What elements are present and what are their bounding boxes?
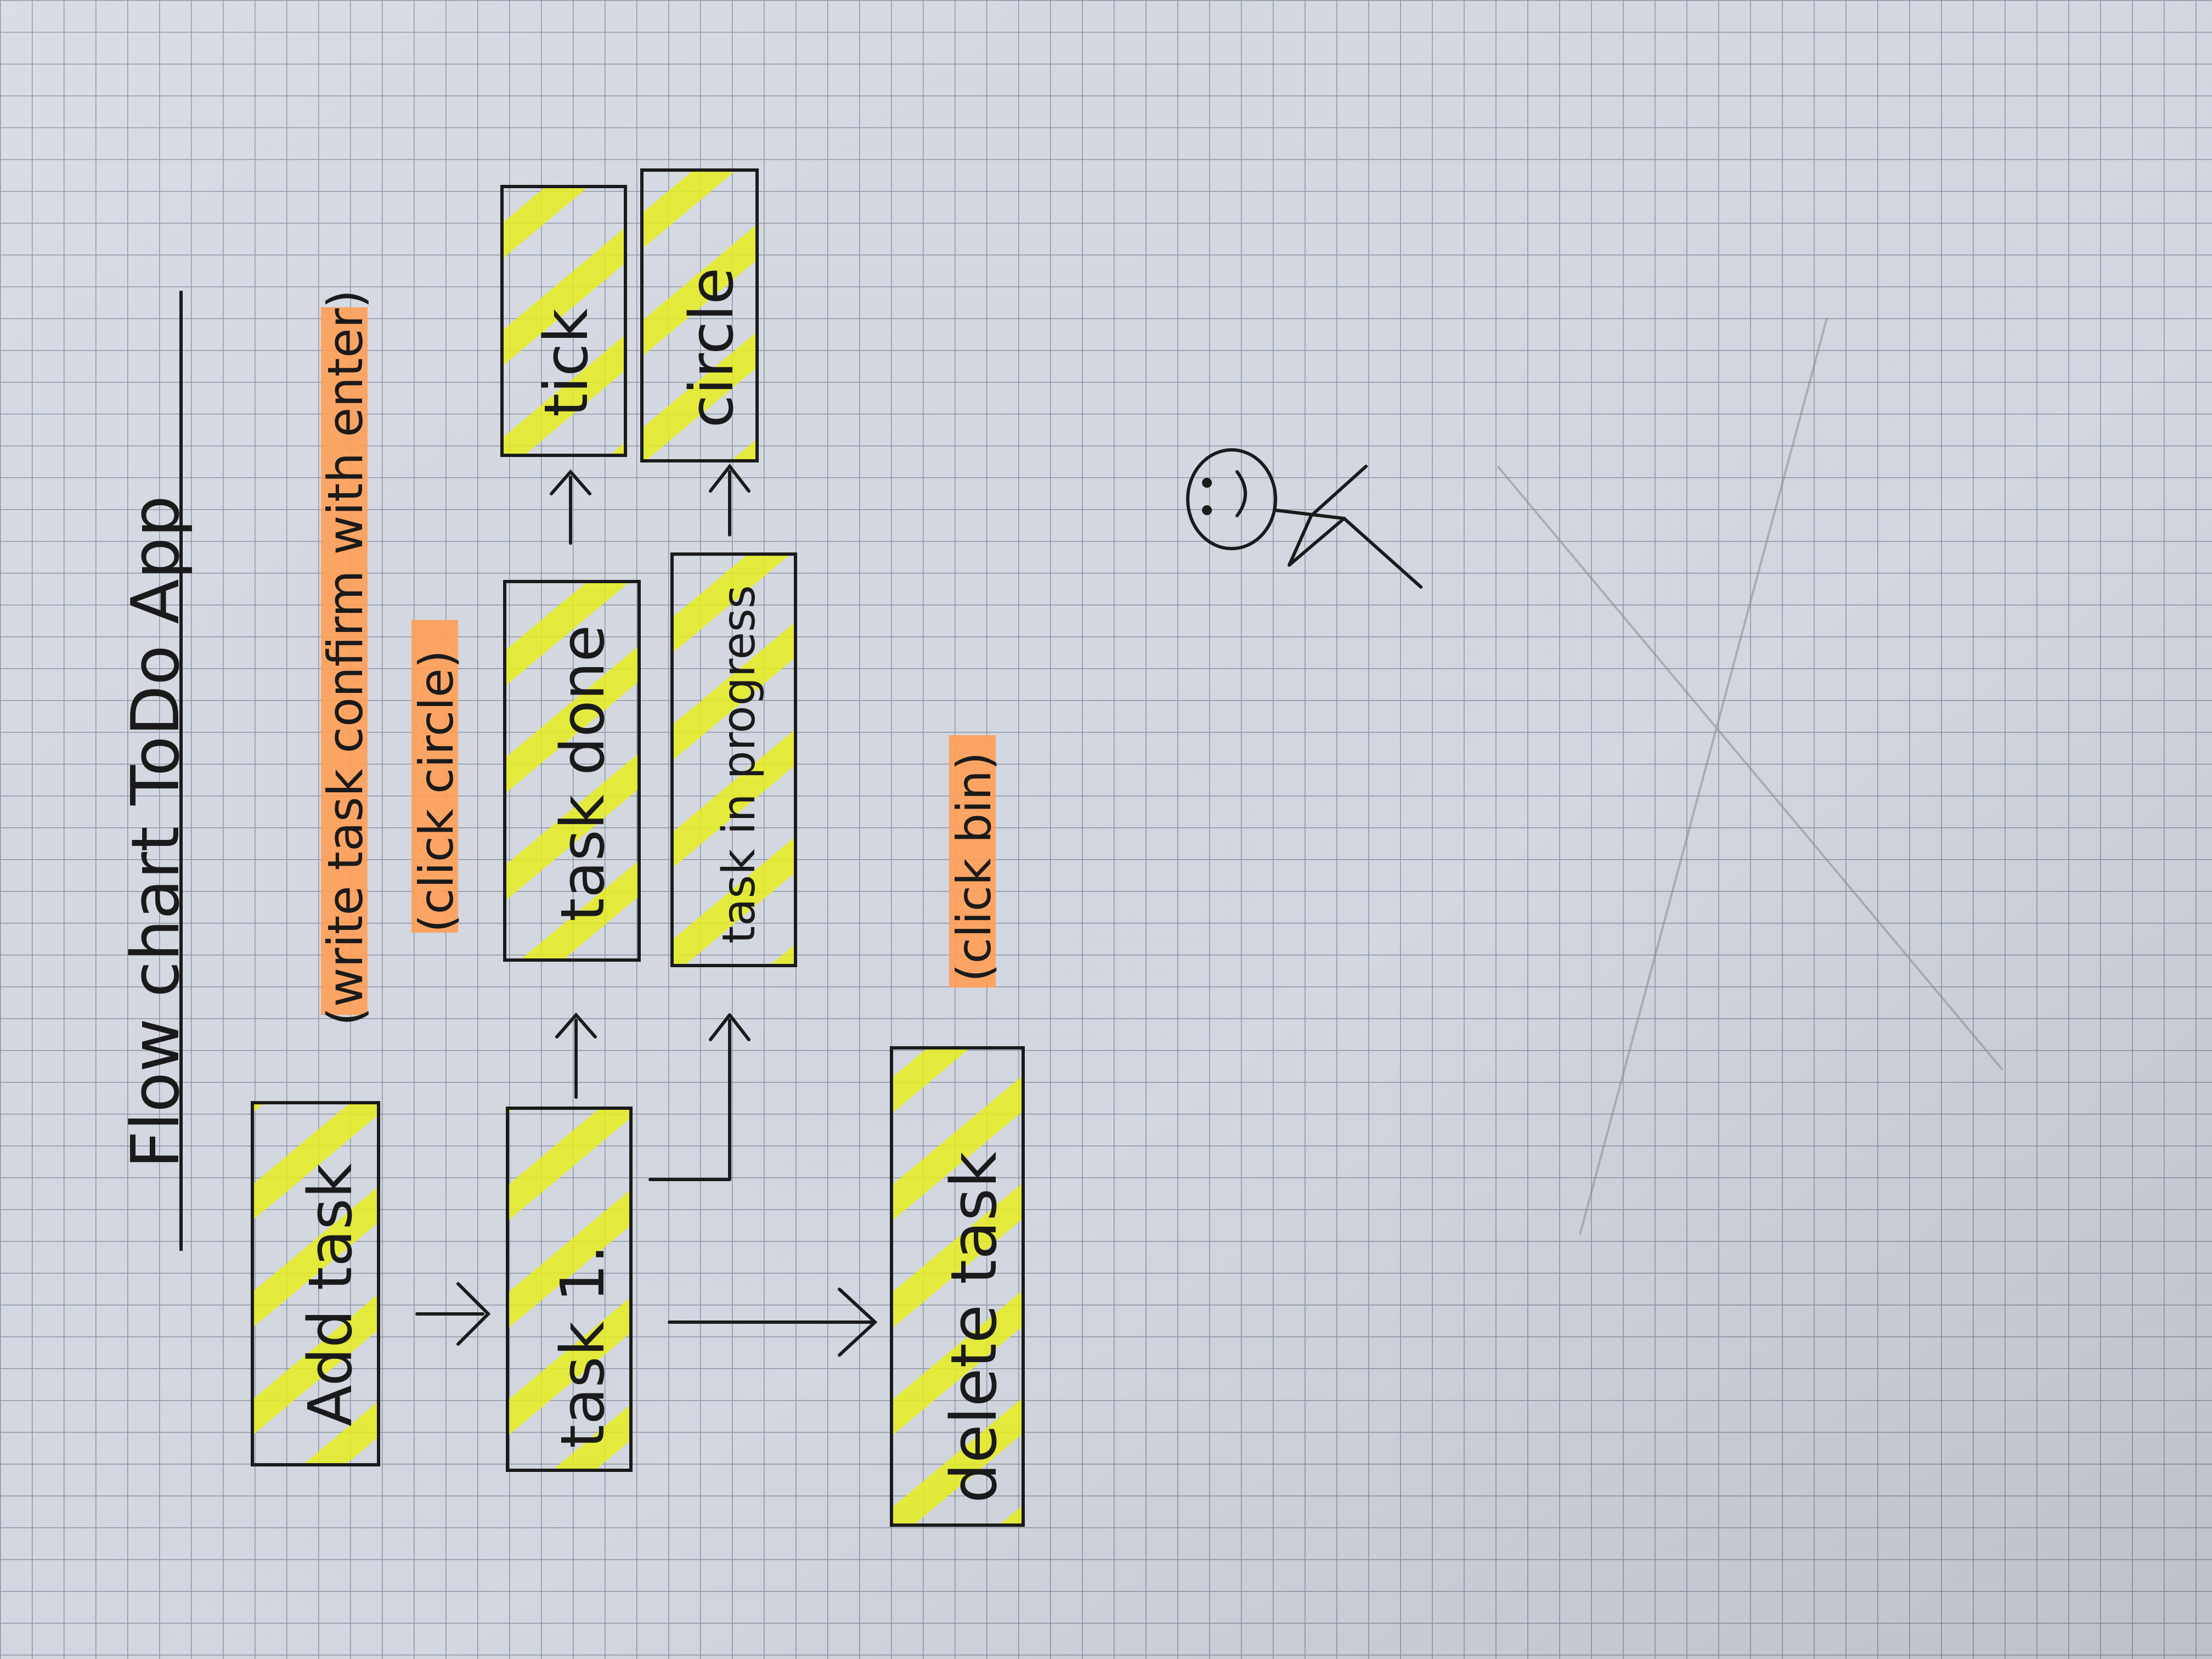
- box-delete-task: delete task: [890, 1046, 1025, 1527]
- box-task-in-progress: task in progress: [670, 552, 797, 967]
- annotation-click-circle-label: (click circle): [409, 650, 464, 933]
- box-add-task-label: Add task: [295, 1163, 365, 1426]
- box-task-in-progress-label: task in progress: [713, 585, 765, 944]
- annotation-click-circle: (click circle): [409, 620, 464, 933]
- arrow-task1-to-done: [555, 1012, 597, 1099]
- box-circle: circle: [640, 168, 759, 462]
- box-tick: tick: [500, 185, 627, 457]
- annotation-click-bin: (click bin): [947, 735, 1002, 988]
- diagram-title: Flow chart ToDo App: [118, 495, 194, 1169]
- arrow-task1-to-in-progress: [648, 1013, 751, 1181]
- arrow-done-to-tick: [550, 469, 591, 545]
- box-circle-label: circle: [676, 267, 747, 428]
- box-task-1: task 1.: [506, 1107, 633, 1472]
- box-task-done-label: task done: [548, 625, 618, 922]
- pencil-cross-icon: [1497, 318, 2004, 1235]
- arrow-add-to-task1: [415, 1282, 491, 1346]
- annotation-click-bin-label: (click bin): [947, 752, 1002, 982]
- annotation-write-task: (write task confirm with enter): [317, 290, 374, 1026]
- box-add-task: Add task: [251, 1101, 380, 1466]
- arrow-in-progress-to-circle: [709, 464, 751, 537]
- stick-figure-smiley-icon: [1186, 448, 1423, 589]
- box-task-1-label: task 1.: [548, 1245, 618, 1448]
- arrow-task1-to-delete: [668, 1288, 878, 1357]
- annotation-write-task-label: (write task confirm with enter): [317, 290, 374, 1026]
- box-delete-task-label: delete task: [938, 1152, 1011, 1503]
- box-task-done: task done: [503, 580, 641, 962]
- box-tick-label: tick: [531, 308, 601, 417]
- title-group: Flow chart ToDo App: [118, 291, 194, 1251]
